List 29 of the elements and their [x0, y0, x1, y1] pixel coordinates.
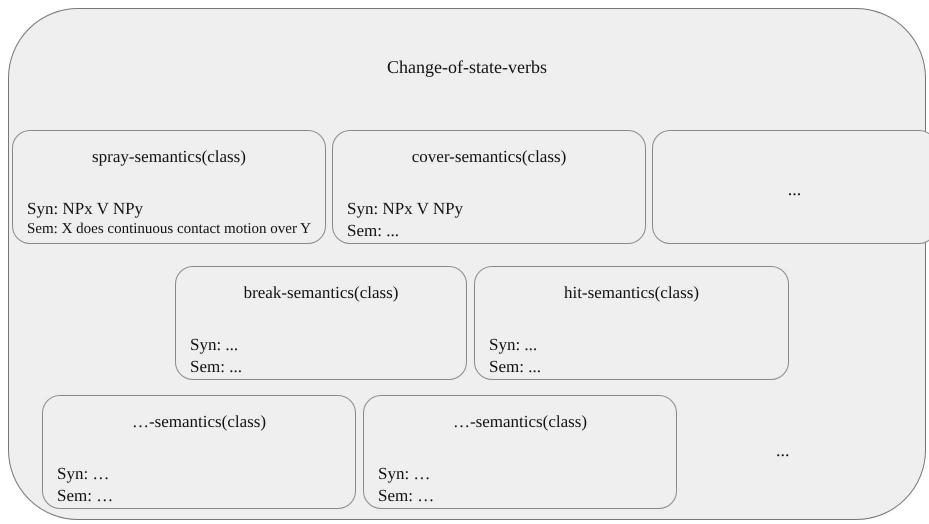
class-title: …-semantics(class) [130, 412, 268, 432]
syntax-text: Syn: NPx V NPy [347, 199, 464, 219]
syntax-text: Syn: ... [489, 335, 538, 355]
class-card [175, 266, 467, 380]
ellipsis-text: ... [786, 179, 802, 200]
class-card [12, 130, 326, 244]
class-title: spray-semantics(class) [91, 147, 247, 167]
class-card [363, 395, 677, 509]
class-title: cover-semantics(class) [410, 147, 568, 167]
syntax-text: Syn: NPx V NPy [27, 199, 144, 219]
group-panel [8, 8, 926, 520]
syntax-text: Syn: ... [190, 335, 238, 355]
semantics-text: Sem: … [378, 486, 434, 506]
ellipsis-text: ... [776, 440, 790, 461]
class-card [474, 266, 789, 380]
syntax-text: Syn: … [378, 464, 430, 484]
semantics-text: Sem: ... [347, 221, 399, 241]
class-card [42, 395, 356, 509]
semantics-text: Sem: … [57, 486, 114, 506]
panel-title: Change-of-state-verbs [386, 57, 548, 78]
class-card [332, 130, 646, 244]
class-title: break-semantics(class) [242, 283, 400, 303]
syntax-text: Syn: … [57, 464, 110, 484]
class-title: …-semantics(class) [452, 412, 588, 432]
semantics-text: Sem: ... [489, 357, 541, 377]
class-title: hit-semantics(class) [562, 283, 700, 303]
class-card [652, 130, 929, 244]
semantics-text: Sem: X does continuous contact motion over Y [27, 221, 311, 238]
semantics-text: Sem: ... [190, 357, 242, 377]
